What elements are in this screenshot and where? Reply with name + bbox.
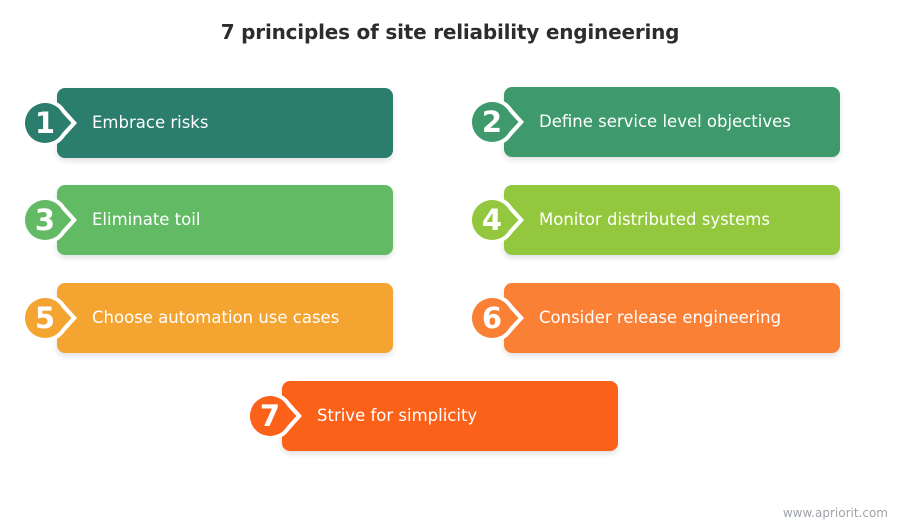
badge-arrow-shape [468,195,524,244]
principle-card-4: Monitor distributed systems 4 [468,185,840,255]
badge-arrow-shape [246,392,302,440]
principle-number: 5 [34,301,56,335]
badge-arrow-shape [468,294,524,342]
number-badge: 4 [468,195,528,244]
principle-box [504,283,840,353]
badge-arrow-shape [21,195,77,244]
principle-number: 3 [34,203,56,237]
principle-label: Choose automation use cases [92,308,340,327]
number-badge: 3 [21,195,81,244]
number-badge: 2 [468,97,528,146]
principle-box [282,381,618,451]
number-badge: 1 [21,98,81,147]
badge-arrow-shape [468,97,524,146]
badge-arrow-shape [21,294,77,342]
badge-arrow-shape [21,98,77,147]
principle-card-2: Define service level objectives 2 [468,87,840,157]
principle-box [57,185,393,255]
principle-label: Strive for simplicity [317,406,478,425]
diagram-title: 7 principles of site reliability enginee… [220,20,680,44]
principle-card-7: Strive for simplicity 7 [246,381,618,451]
principle-box [504,87,840,157]
principle-number: 6 [481,301,503,335]
principle-box [504,185,840,255]
number-badge: 5 [21,294,81,342]
principle-card-6: Consider release engineering 6 [468,283,840,353]
website-watermark: www.apriorit.com [782,506,888,520]
principle-box [57,88,393,158]
principle-number: 4 [481,203,503,237]
principle-card-1: Embrace risks 1 [21,88,393,158]
number-badge: 7 [246,392,306,440]
principle-label: Define service level objectives [539,112,791,131]
principle-card-5: Choose automation use cases 5 [21,283,393,353]
principle-card-3: Eliminate toil 3 [21,185,393,255]
principle-label: Embrace risks [92,113,209,132]
number-badge: 6 [468,294,528,342]
principle-label: Eliminate toil [92,210,201,229]
principle-label: Monitor distributed systems [539,210,770,229]
principle-label: Consider release engineering [539,308,782,327]
principle-number: 7 [259,399,281,433]
principle-box [57,283,393,353]
principle-number: 2 [481,105,503,139]
principle-number: 1 [34,106,56,140]
